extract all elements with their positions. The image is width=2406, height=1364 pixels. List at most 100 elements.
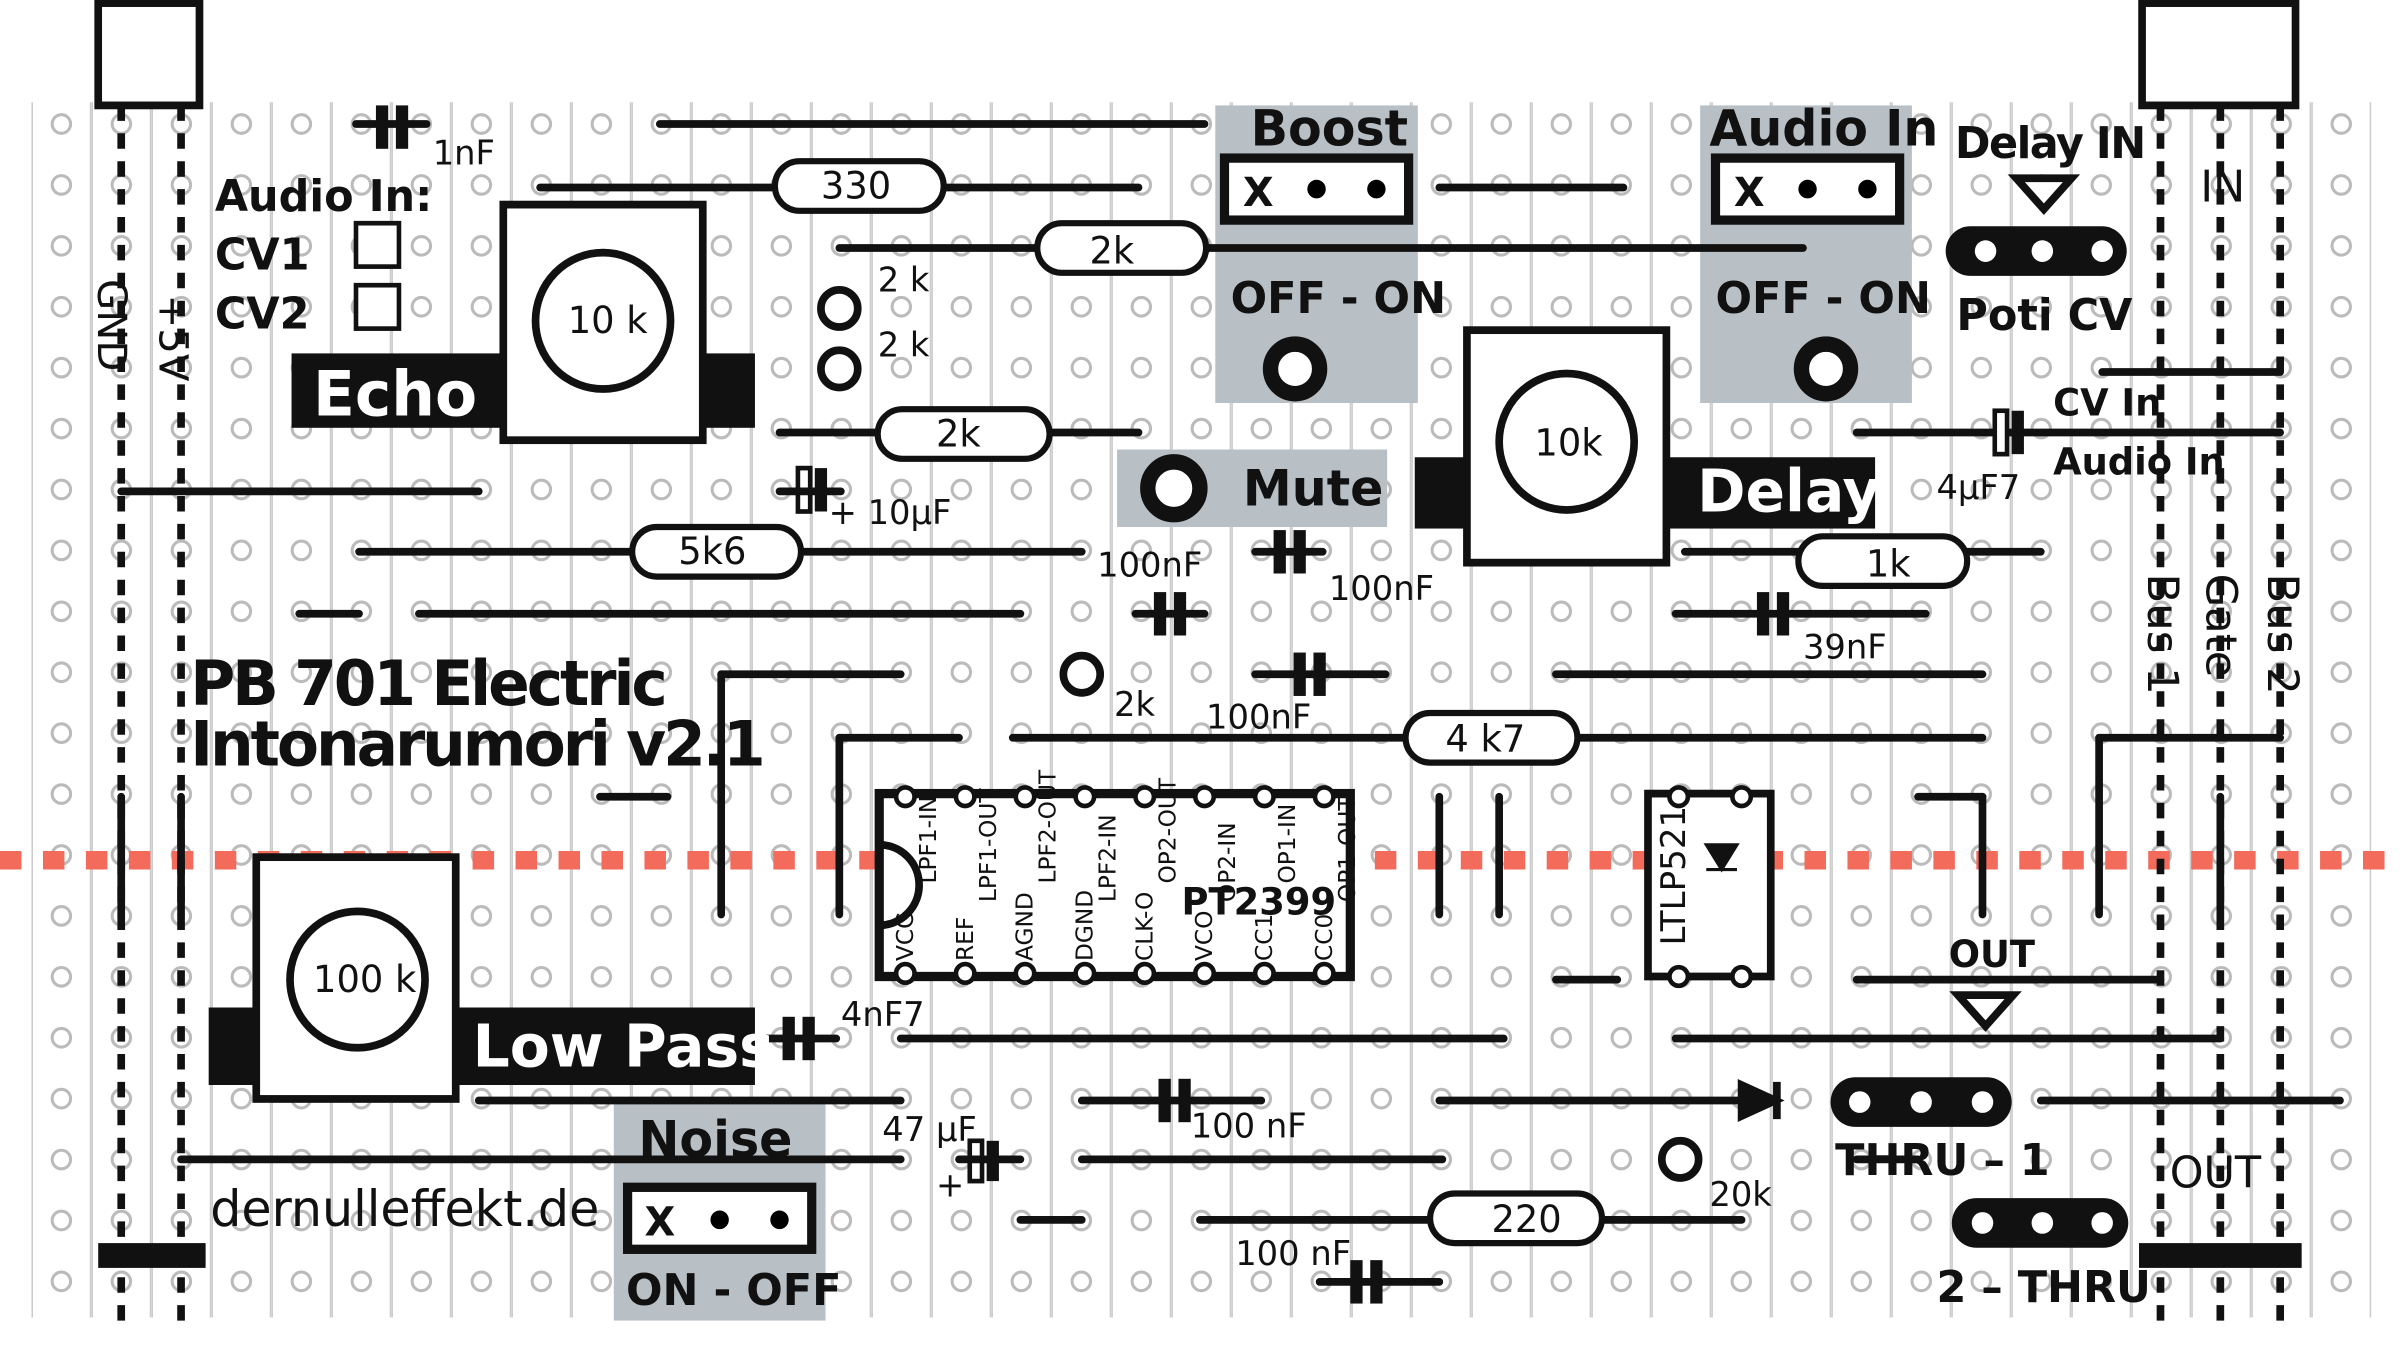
ic-pin [953, 785, 977, 809]
hole [50, 1026, 73, 1049]
hole [470, 174, 493, 196]
hole [50, 1148, 73, 1171]
hole [1610, 1026, 1633, 1049]
hole [1790, 1087, 1813, 1110]
hole [590, 1270, 613, 1293]
hole [1190, 1270, 1213, 1293]
hole [2030, 295, 2053, 318]
ic-pin-label-top: OP2-IN [1215, 822, 1241, 902]
hole [50, 478, 73, 501]
hole [650, 965, 673, 988]
hole [1010, 661, 1033, 684]
hole [1130, 295, 1153, 318]
gnd-label: GND [88, 279, 134, 371]
resistor-2k-b [874, 406, 1053, 462]
hole [1130, 1270, 1153, 1293]
hole [2330, 965, 2352, 988]
title-line2: Intonarumori v2.1 [190, 708, 762, 780]
hole [1070, 600, 1093, 623]
r330-label: 330 [821, 164, 891, 207]
hole [1190, 356, 1213, 379]
hole [1910, 1209, 1933, 1232]
hole [2090, 113, 2113, 135]
power-connector-bottom [98, 1243, 206, 1268]
led [1737, 1078, 1785, 1123]
hole [1070, 356, 1093, 379]
hole [1730, 1270, 1753, 1293]
hole [1010, 1087, 1033, 1110]
ic-pin [1252, 785, 1276, 809]
svg-text:10k: 10k [1534, 422, 1603, 465]
svg-text:Echo: Echo [313, 358, 477, 430]
c47uf-label: 47 µF [882, 1110, 977, 1149]
c1nf-label: 1nF [433, 133, 495, 172]
ic-pt2399: LPF1-INVCCLPF1-OUTREFLPF2-OUTAGNDLPF2-IN… [874, 769, 1361, 986]
hole [1910, 1270, 1933, 1293]
hole [770, 783, 793, 805]
hole [770, 356, 793, 379]
resistor-5k6 [629, 523, 805, 580]
hole [2330, 661, 2352, 684]
hole [2330, 234, 2352, 257]
ic-pin-label-top: LPF2-OUT [1036, 769, 1062, 884]
ic-pin [1133, 785, 1157, 809]
hole [530, 905, 553, 927]
hole [1910, 905, 1933, 927]
hole [50, 295, 73, 318]
svg-text:Audio In: Audio In [1709, 99, 1938, 157]
hole [770, 295, 793, 318]
hole [1430, 539, 1453, 562]
hole [410, 1209, 433, 1232]
jack-panel: Delay IN Poti CV IN CV In Audio In Bus 1… [1830, 119, 2307, 1313]
hole [50, 965, 73, 988]
hole [290, 783, 313, 805]
hole [2090, 600, 2113, 623]
hole [50, 661, 73, 684]
hole [590, 965, 613, 988]
r1k-label: 1k [1866, 542, 1911, 585]
hole [230, 539, 253, 562]
ic-pin [1193, 785, 1217, 809]
jack-connector [2138, 0, 2300, 110]
capacitors [352, 105, 2024, 1304]
hole [2030, 478, 2053, 501]
hole [290, 1270, 313, 1293]
hole [230, 1087, 253, 1110]
pot-delay: 10k Delay [1414, 326, 1881, 567]
hole [1910, 234, 1933, 257]
hole [770, 234, 793, 257]
hole [1070, 1270, 1093, 1293]
hole [890, 356, 913, 379]
hole [2330, 113, 2352, 135]
hole [1610, 1270, 1633, 1293]
hole [1550, 113, 1573, 135]
svg-text:X: X [1243, 170, 1274, 216]
hole [1670, 356, 1693, 379]
hole [650, 478, 673, 501]
hole [2030, 722, 2053, 744]
hole [2330, 417, 2352, 440]
ic-pin-label-top: OP2-OUT [1155, 777, 1181, 884]
hole [950, 1270, 973, 1293]
svg-text:Delay IN: Delay IN [1955, 119, 2145, 169]
svg-text:Low Pass: Low Pass [473, 1012, 774, 1080]
resistor-4k7 [1402, 709, 1581, 766]
hole [1430, 356, 1453, 379]
hole [710, 965, 733, 988]
hole [1730, 1148, 1753, 1171]
title-line1: PB 701 Electric [190, 648, 664, 720]
hole [1610, 844, 1633, 866]
switch-audio-in: Audio In X OFF - ON [1709, 99, 1938, 402]
hole [2330, 295, 2352, 318]
hole [890, 1209, 913, 1232]
hole [1430, 965, 1453, 988]
c4uf7-label: 4µF7 [1936, 468, 2020, 507]
hole [1250, 417, 1273, 440]
svg-text:10 k: 10 k [568, 299, 648, 342]
c100nf-d-label: 100 nF [1191, 1107, 1307, 1146]
ic-pin-label-bottom: CLK-O [1132, 892, 1158, 961]
hole [1610, 113, 1633, 135]
hole [1970, 1148, 1993, 1171]
c10uf-label: + 10µF [829, 493, 952, 532]
